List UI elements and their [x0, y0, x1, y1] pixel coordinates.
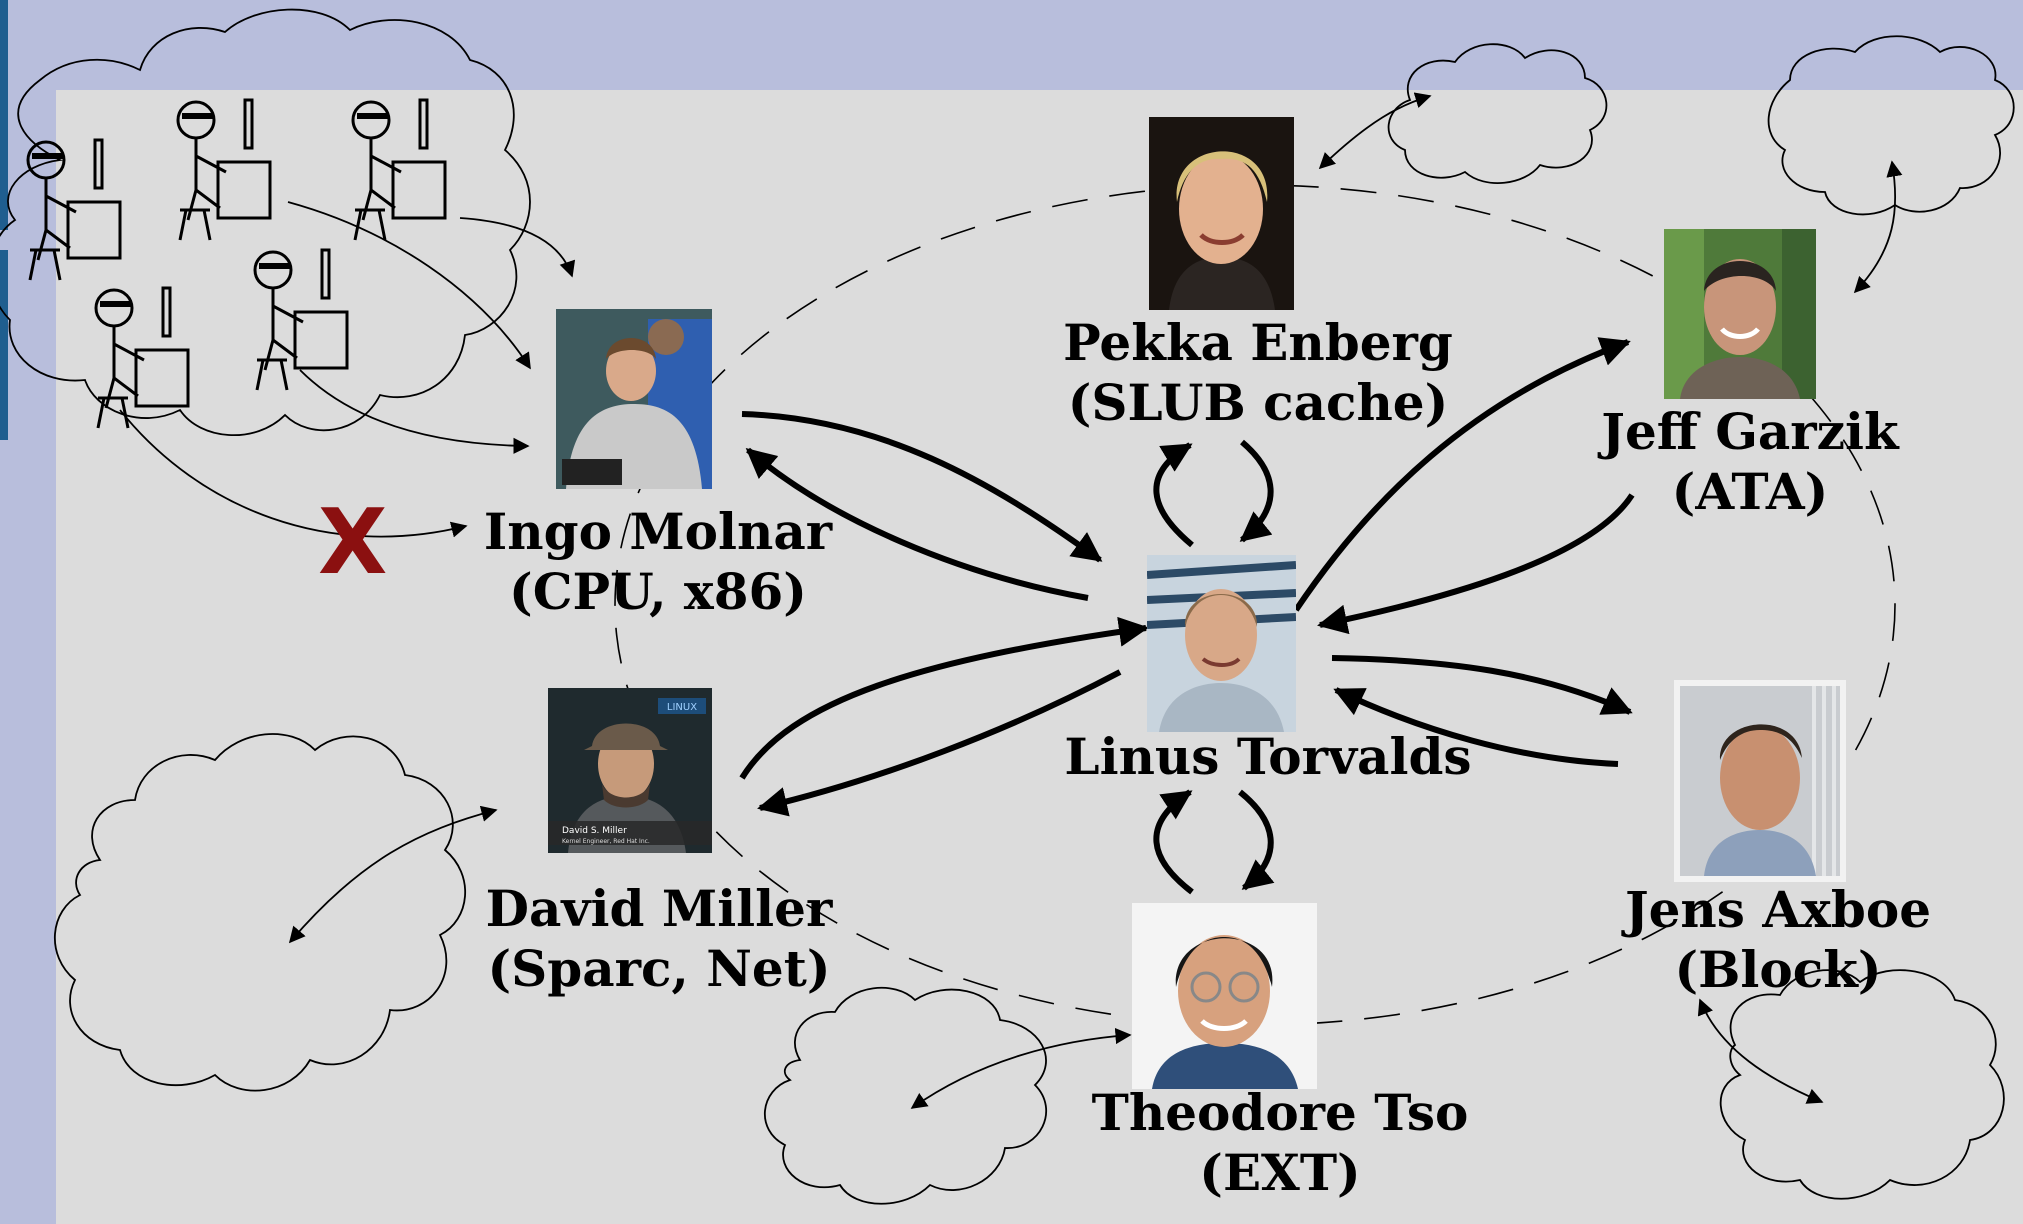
linux-logo-text: LINUX: [667, 702, 697, 713]
community-to-ingo-arrow: [287, 201, 531, 370]
person-name: Pekka Enberg: [1063, 313, 1453, 372]
jens-axboe-label: Jens Axboe (Block): [1598, 880, 1958, 1000]
linus-to-jens-arrow: [1331, 655, 1633, 715]
linus-to-jeff-arrow: [1293, 337, 1631, 612]
community-cloud-top-left: [0, 8, 531, 436]
community-cloud-top-right: [1767, 35, 2015, 216]
david-miller-photo: LINUX David S. Miller Kernel Engineer, R…: [548, 688, 712, 853]
person-name: Theodore Tso: [1091, 1083, 1469, 1142]
theodore-to-linus-arrow: [1153, 789, 1194, 895]
theodore-tso-label: Theodore Tso (EXT): [1070, 1083, 1490, 1203]
david-to-linus-arrow: [739, 616, 1149, 780]
slide-header-band: [0, 0, 2023, 90]
slide-edge-mark-top: [0, 0, 8, 230]
person-name: Jens Axboe: [1624, 880, 1932, 939]
person-name: David Miller: [485, 879, 833, 938]
community-to-ingo-arrow: [459, 217, 576, 278]
jeff-to-linus-arrow: [1317, 493, 1635, 635]
community-cloud-bottom-right: [1719, 969, 2005, 1200]
jeff-garzik-photo: [1664, 229, 1816, 399]
linus-to-david-arrow: [757, 669, 1122, 817]
cloud-to-pekka-arrow: [1318, 92, 1432, 170]
pekka-enberg-photo: [1149, 117, 1294, 310]
community-cloud-bottom-center: [763, 987, 1047, 1205]
community-cloud-top-center: [1387, 43, 1608, 184]
rejected-patch-arrow: [119, 409, 468, 538]
cloud-to-jens-arrow: [1697, 998, 1824, 1104]
person-subsystem: (Block): [1674, 940, 1882, 999]
jens-axboe-photo: [1674, 680, 1846, 882]
person-subsystem: (Sparc, Net): [487, 939, 831, 998]
developer-figure-3: [351, 98, 447, 241]
linus-to-ingo-arrow: [745, 447, 1089, 601]
developer-figure-4: [94, 286, 190, 429]
cloud-to-david-arrow: [288, 805, 498, 944]
slide-edge-mark-bottom: [0, 250, 8, 440]
ingo-to-linus-arrow: [741, 411, 1103, 563]
person-subsystem: (SLUB cache): [1067, 373, 1449, 432]
person-name: Jeff Garzik: [1601, 402, 1899, 461]
linus-torvalds-label: Linus Torvalds: [1048, 727, 1488, 787]
developer-figure-1: [26, 138, 122, 281]
jeff-garzik-label: Jeff Garzik (ATA): [1550, 402, 1950, 522]
rejected-patch-mark: X: [318, 490, 388, 595]
ingo-molnar-label: Ingo Molnar (CPU, x86): [468, 502, 848, 622]
community-to-ingo-arrow: [299, 369, 530, 454]
cloud-to-theodore-arrow: [910, 1027, 1132, 1109]
pekka-to-linus-arrow: [1239, 439, 1274, 543]
person-name: Linus Torvalds: [1064, 727, 1472, 786]
linus-torvalds-photo: [1147, 555, 1296, 732]
linus-to-pekka-arrow: [1153, 442, 1194, 548]
linus-to-theodore-arrow: [1238, 789, 1275, 891]
lower-third-title: Kernel Engineer, Red Hat Inc.: [562, 838, 650, 845]
developer-figure-2: [176, 98, 272, 241]
pekka-enberg-label: Pekka Enberg (SLUB cache): [1048, 313, 1468, 433]
developer-figure-5: [253, 248, 349, 391]
ingo-molnar-photo: [556, 309, 712, 489]
person-subsystem: (ATA): [1671, 462, 1829, 521]
person-subsystem: (EXT): [1199, 1143, 1361, 1202]
lower-third-name: David S. Miller: [562, 826, 627, 836]
community-cloud-bottom-left: [53, 733, 467, 1092]
theodore-tso-photo: [1132, 903, 1317, 1089]
jens-to-linus-arrow: [1333, 687, 1619, 767]
person-name: Ingo Molnar: [483, 502, 833, 561]
david-miller-label: David Miller (Sparc, Net): [464, 879, 854, 999]
person-subsystem: (CPU, x86): [509, 562, 807, 621]
cloud-to-jeff-arrow: [1853, 160, 1903, 294]
